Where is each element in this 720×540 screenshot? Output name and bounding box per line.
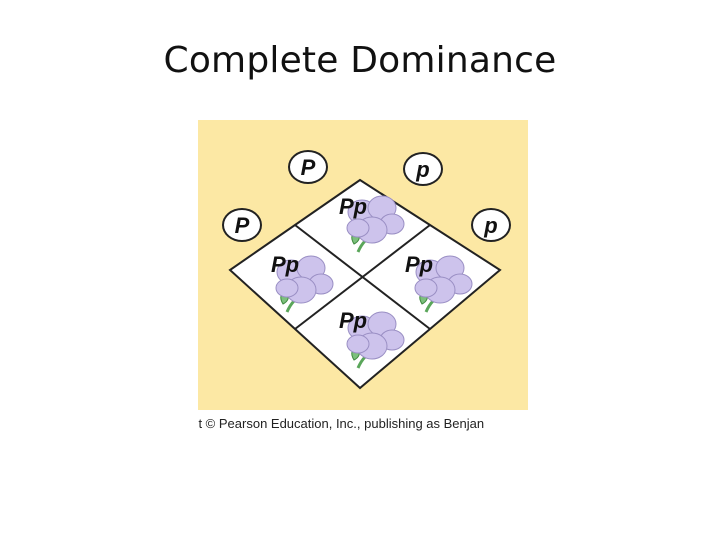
allele-side-recessive: p [471,208,511,242]
punnett-square-figure: P p P p Pp Pp Pp Pp [198,120,528,410]
slide-title: Complete Dominance [163,40,557,81]
copyright-text: ght © Pearson Education, Inc., publishin… [198,416,485,431]
flower-icon-right [414,255,473,313]
offspring-bottom: Pp [338,308,368,333]
allele-top-recessive: p [403,152,443,186]
flower-icon-left [275,255,334,313]
flower-icon-top [346,195,405,253]
punnett-diamond [228,178,502,390]
flower-icon-bottom [346,311,405,369]
copyright-caption: ght © Pearson Education, Inc., publishin… [198,416,528,431]
allele-top-dominant: P [288,150,328,184]
offspring-left: Pp [270,252,300,277]
offspring-right: Pp [404,252,434,277]
allele-side-dominant: P [222,208,262,242]
offspring-top: Pp [338,194,368,219]
